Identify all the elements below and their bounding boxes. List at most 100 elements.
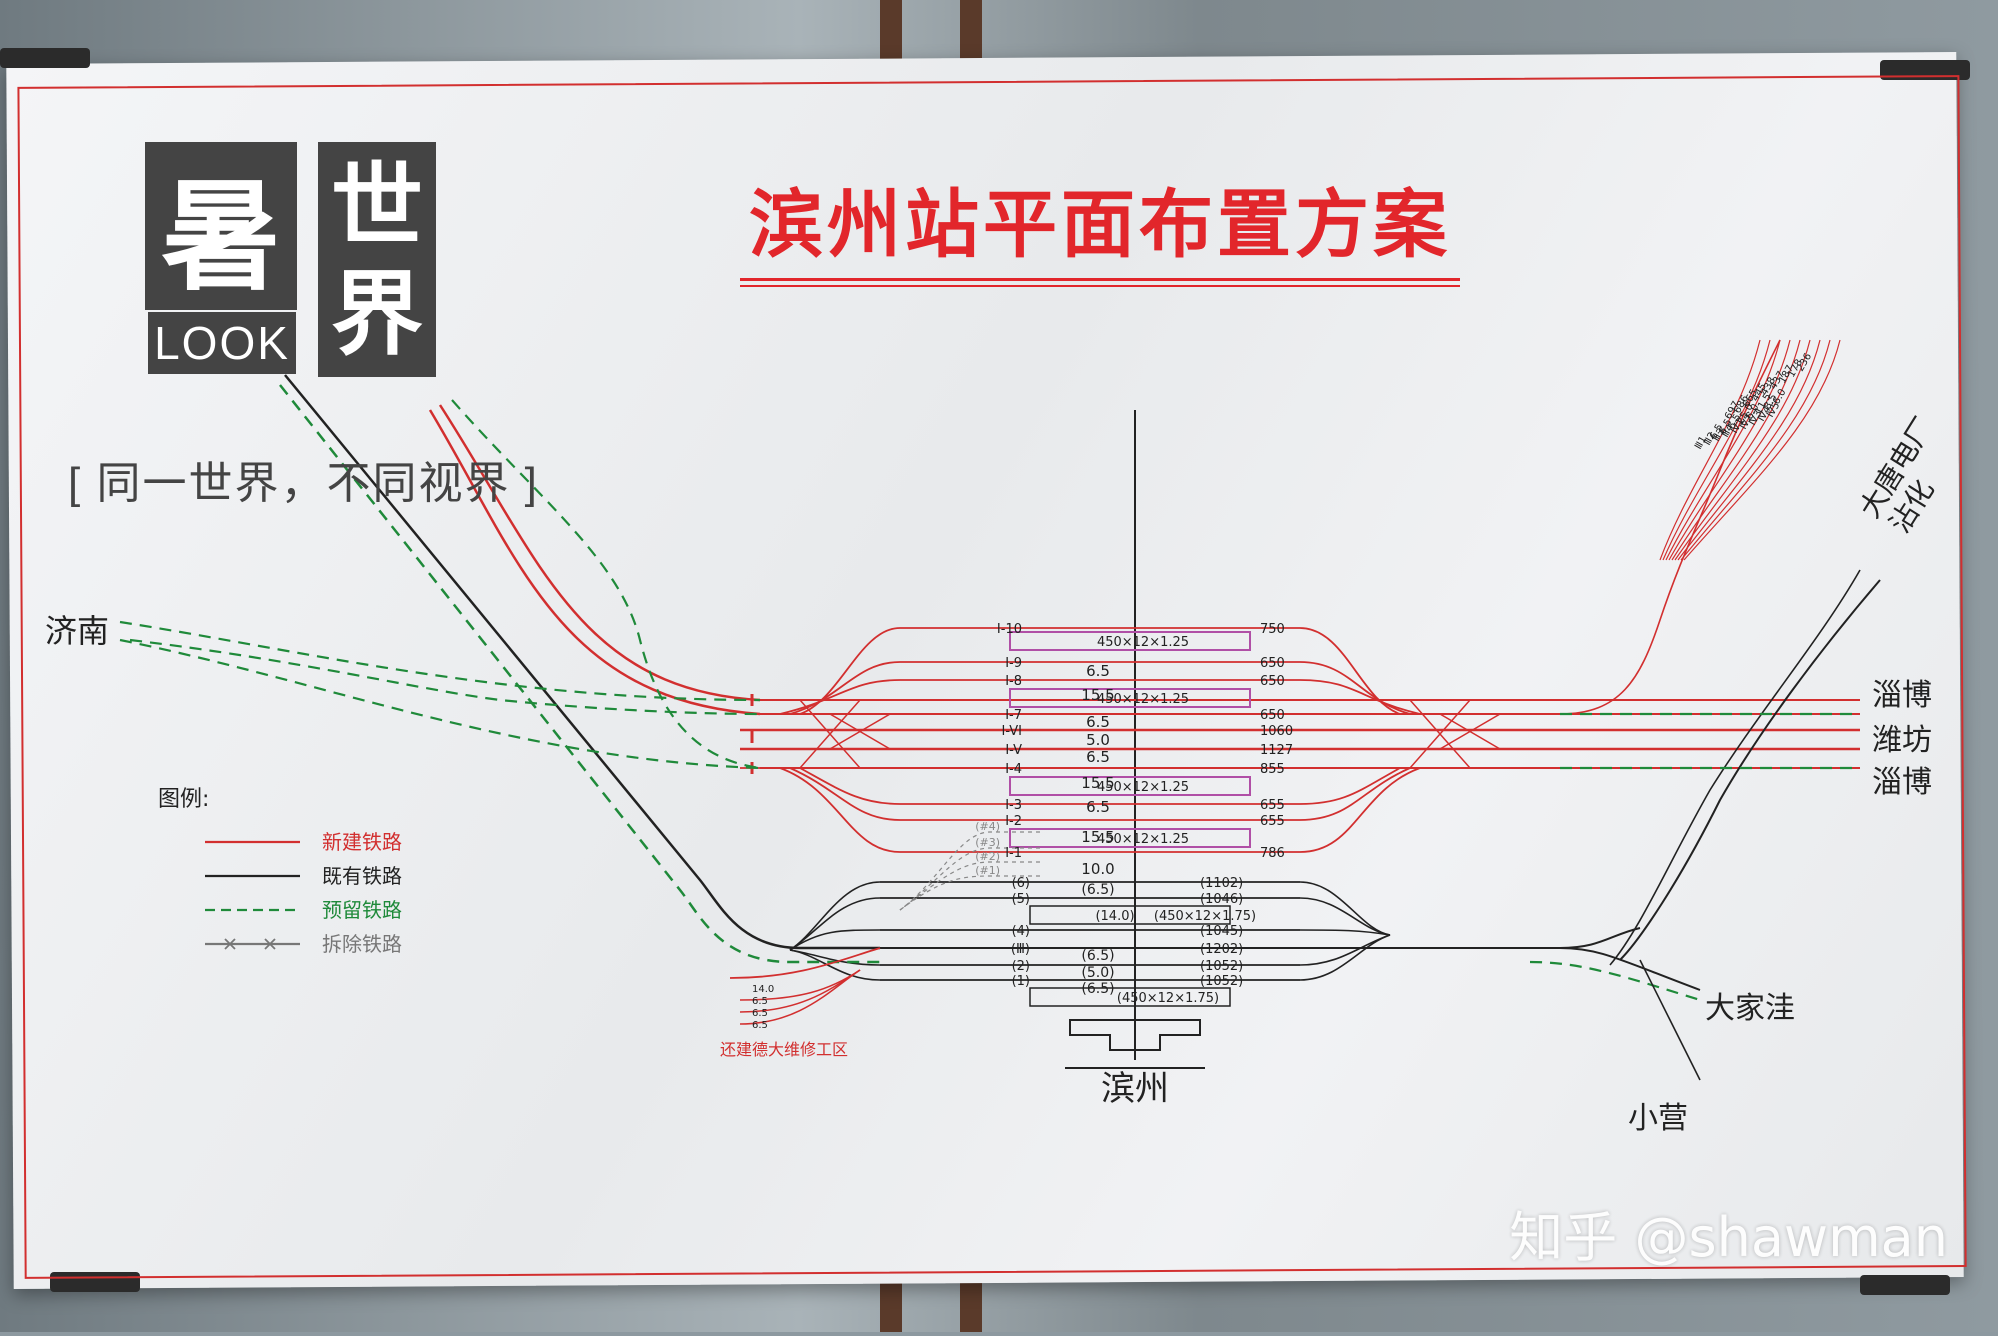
platform-label: (450×12×1.75) [1117,991,1219,1006]
new-track-switch [789,661,901,715]
track-length: 786 [1260,846,1285,861]
legend-title: 图例: [158,787,209,812]
spacing-label: (5.0) [1081,965,1114,981]
place-zibo: 淄博 [1872,765,1932,800]
reserved-line-jinan [129,638,761,716]
existing-switch [1299,929,1391,936]
logo-world-char: 世 [330,151,423,260]
clip [1860,1275,1950,1295]
track-name: I-2 [1005,814,1022,829]
place-dajiawa: 大家洼 [1705,991,1795,1026]
existing-switch [1299,881,1391,936]
track-name: (2) [1012,959,1030,974]
new-track-switch [1299,627,1401,715]
legend-swatch-cross [264,938,276,950]
depot-value: 14.0 [752,984,774,995]
branch-siding [1665,339,1781,561]
crossover [1409,699,1471,769]
platform [1009,828,1251,848]
track-length: (1052) [1200,959,1243,974]
track-name: (6) [1012,876,1030,891]
platform-label: 450×12×1.25 [1097,635,1189,650]
track-length: 1060 [1260,724,1293,739]
track-length: (1052) [1200,974,1243,989]
new-track-switch [779,679,901,715]
track-length: 1127 [1260,743,1293,758]
spacing-label: 5.0 [1086,731,1110,749]
reserved-line-dajiawa [1529,960,1701,1002]
spacing-label: 10.0 [1081,860,1114,878]
legend-swatch-cross [224,938,236,950]
platform [1009,688,1251,708]
new-track-switch [789,767,901,821]
track-length: 655 [1260,798,1285,813]
existing-switch [789,949,881,981]
logo-look: LOOK [148,312,296,374]
track-name: I-1 [1005,846,1022,861]
track-length: 650 [1260,656,1285,671]
platform-label: 450×12×1.25 [1097,692,1189,707]
title-underline [740,285,1460,287]
platform [1009,776,1251,796]
crossover [1439,713,1501,750]
removed-track-label: (#2) [975,850,1000,863]
track-length: (1102) [1200,876,1243,891]
branch-siding [1674,339,1811,561]
existing-platform [1029,987,1231,1007]
title-underline [740,278,1460,281]
removed-track [899,831,1040,911]
place-jinan: 济南 [45,612,109,650]
spacing-label: 15.5 [1081,774,1114,792]
track-name: I-4 [1005,762,1022,777]
platform-label: (450×12×1.75) [1154,909,1256,924]
existing-platform [1029,905,1231,925]
page-title: 滨州站平面布置方案 [749,182,1451,268]
new-track-switch [1299,679,1421,715]
track-name: (Ⅲ) [1011,942,1030,957]
clip [1880,60,1970,80]
slogan: [ 同一世界，不同视界 ] [68,459,539,508]
removed-track [899,847,1040,911]
new-track-switch [1299,767,1421,853]
track-length: 855 [1260,762,1285,777]
crossover [799,699,861,769]
spacing-label: (14.0) [1095,909,1134,924]
track-length: (1202) [1200,942,1243,957]
branch-siding [1680,339,1831,561]
legend-label: 新建铁路 [322,830,402,854]
track-name: (1) [1012,974,1030,989]
poster-border [17,75,1967,1279]
station-name: 滨州 [1101,1069,1169,1109]
spacing-label: 6.5 [1086,798,1110,816]
platform [1009,631,1251,651]
track-name: I-3 [1005,798,1022,813]
depot-label: 还建德大维修工区 [720,1040,848,1059]
track-name: (5) [1012,892,1030,907]
new-track-switch [1299,767,1411,821]
reserved-line-jinan [119,620,761,702]
spacing-label: 6.5 [1086,662,1110,680]
branch-siding [1668,339,1791,561]
depot-track [739,969,861,1025]
track-name: I-VI [1002,724,1023,739]
existing-line-xiaoying [1639,959,1701,1081]
track-name: I-7 [1005,708,1022,723]
removed-track-label: (#1) [975,864,1000,877]
branch-siding [1671,339,1801,561]
platform-label: 450×12×1.25 [1097,832,1189,847]
reserved-line-nw [451,399,761,770]
existing-switch [789,929,881,951]
legend-label: 预留铁路 [322,898,402,922]
platform-label: 450×12×1.25 [1097,780,1189,795]
logo-look-text: LOOK [154,317,290,369]
spacing-label: (6.5) [1081,948,1114,964]
new-track-switch [779,767,901,853]
new-line-nw [438,404,761,702]
station-axis [1065,410,1205,1069]
spacing-label: (6.5) [1081,882,1114,898]
track-length: 650 [1260,674,1285,689]
legend-label: 拆除铁路 [322,932,402,956]
spacing-label: 15.5 [1081,828,1114,846]
legend-label: 既有铁路 [322,864,402,888]
existing-switch [1299,934,1391,981]
